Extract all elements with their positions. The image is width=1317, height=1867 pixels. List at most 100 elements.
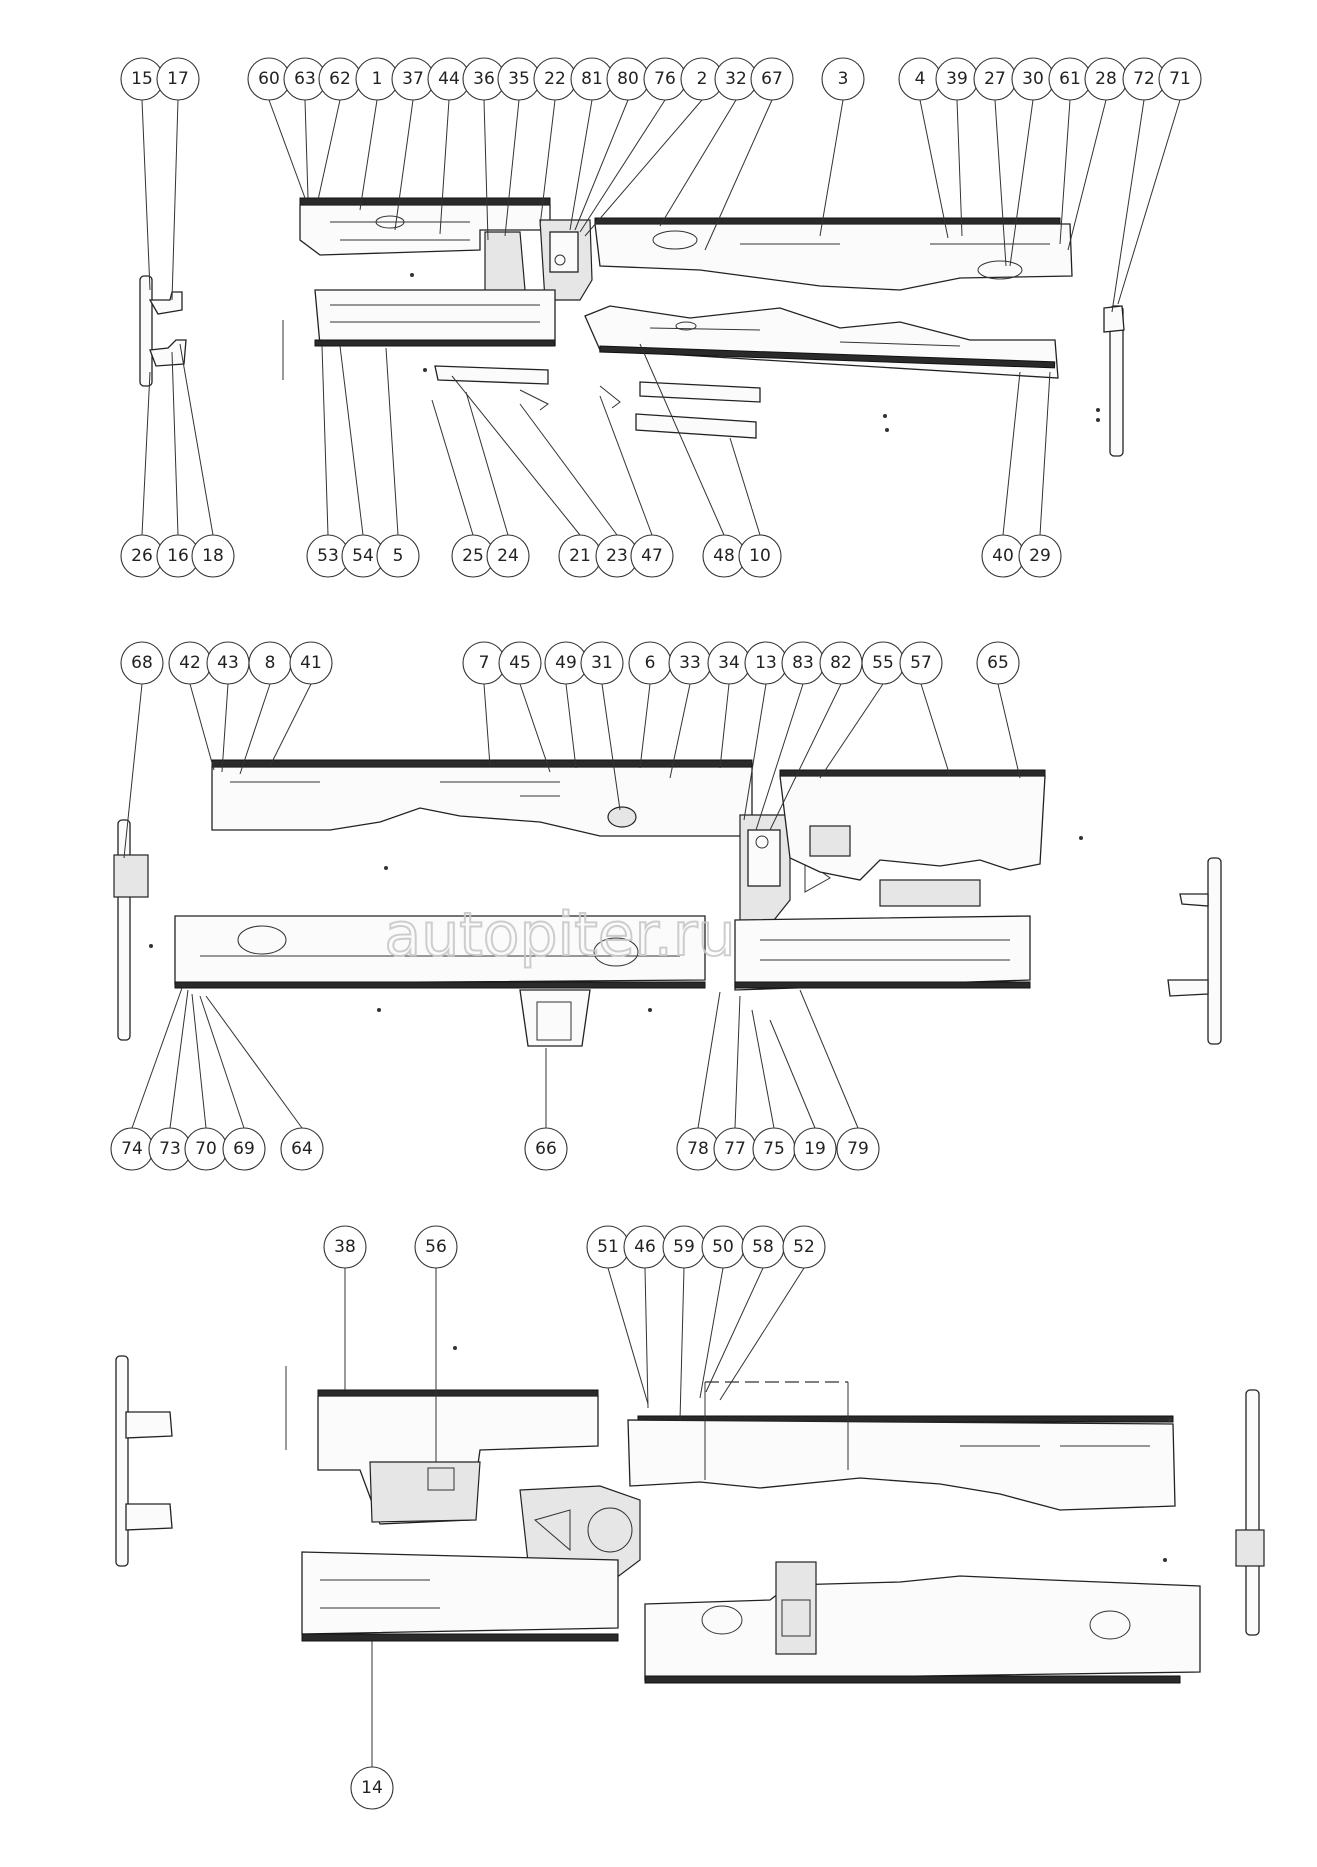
callout-number: 70 (195, 1139, 217, 1159)
callout-number: 35 (508, 69, 530, 89)
panel-right-lower-3 (644, 1561, 1201, 1684)
callout-number: 60 (258, 69, 280, 89)
callout-number: 24 (497, 546, 519, 566)
callout-number: 59 (673, 1237, 695, 1257)
callout-28: 28 (1067, 57, 1128, 251)
callout-leader (394, 99, 414, 231)
callout-leader (317, 99, 341, 201)
callout-66: 66 (524, 1048, 568, 1171)
callout-leader (699, 1267, 724, 1399)
callout-leader (584, 99, 703, 237)
callout-65: 65 (976, 641, 1021, 779)
callout-leader (704, 99, 773, 251)
callout-number: 14 (361, 1778, 383, 1798)
callout-leader (919, 99, 949, 239)
callout-bubble (156, 57, 200, 101)
callout-number: 55 (872, 653, 894, 673)
callout-leader (819, 99, 844, 237)
callout-number: 76 (654, 69, 676, 89)
callout-72: 72 (1111, 57, 1166, 313)
panel-left-lower-1 (282, 289, 556, 380)
callout-78: 78 (676, 991, 721, 1171)
callout-bubble (376, 534, 420, 578)
callout-number: 65 (987, 653, 1009, 673)
callout-leader (679, 1267, 685, 1421)
callout-82: 82 (769, 641, 863, 831)
callout-number: 58 (752, 1237, 774, 1257)
callout-10: 10 (729, 437, 782, 578)
callout-15: 15 (120, 57, 164, 291)
callout-number: 57 (910, 653, 932, 673)
callout-leader (171, 351, 179, 536)
callout-number: 31 (591, 653, 613, 673)
callout-45: 45 (498, 641, 551, 773)
panel-right-lower-2 (734, 915, 1031, 991)
callout-leader (385, 347, 399, 536)
callout-31: 31 (580, 641, 624, 811)
callout-27: 27 (973, 57, 1017, 267)
callout-leader (519, 403, 618, 536)
callout-2: 2 (584, 57, 724, 237)
callout-37: 37 (391, 57, 435, 231)
bracket-center-2 (739, 814, 831, 926)
callout-number: 69 (233, 1139, 255, 1159)
callout-number: 56 (425, 1237, 447, 1257)
handrail-right-1 (1103, 305, 1125, 457)
callout-26: 26 (120, 371, 164, 578)
callout-number: 17 (167, 69, 189, 89)
callout-leader (601, 683, 621, 811)
callout-77: 77 (713, 995, 757, 1171)
callout-bubble (580, 641, 624, 685)
callout-leader (819, 683, 884, 779)
callout-38: 38 (323, 1225, 367, 1390)
callout-bubble (350, 1766, 394, 1810)
callout-number: 5 (393, 546, 404, 566)
callout-21: 21 (451, 375, 602, 578)
callout-bubble (1158, 57, 1202, 101)
callout-29: 29 (1018, 371, 1062, 578)
callout-19: 19 (769, 1019, 837, 1171)
callout-number: 22 (544, 69, 566, 89)
panel-left-lower-2 (174, 915, 706, 1047)
callout-leader (697, 991, 721, 1129)
handrail-left-2 (113, 819, 149, 1041)
callout-leader (743, 683, 767, 821)
callout-number: 63 (294, 69, 316, 89)
callout-number: 37 (402, 69, 424, 89)
callout-leader (483, 683, 491, 767)
callout-leader (268, 99, 306, 199)
callout-number: 33 (679, 653, 701, 673)
callout-17: 17 (156, 57, 200, 301)
callout-70: 70 (184, 993, 228, 1171)
callout-bubble (280, 1127, 324, 1171)
callout-52: 52 (719, 1225, 826, 1401)
strip-21 (434, 365, 549, 385)
callout-bubble (821, 57, 865, 101)
callout-leader (191, 993, 207, 1129)
panel-left-upper-2 (211, 759, 753, 837)
callout-number: 8 (265, 653, 276, 673)
callout-leader (644, 1267, 649, 1409)
callout-number: 82 (830, 653, 852, 673)
callout-33: 33 (668, 641, 712, 779)
callout-16: 16 (156, 351, 200, 578)
callout-number: 61 (1059, 69, 1081, 89)
callout-bubble (793, 1127, 837, 1171)
callout-58: 58 (705, 1225, 785, 1393)
callout-bubble (899, 641, 943, 685)
callout-number: 81 (581, 69, 603, 89)
callout-leader (339, 345, 364, 536)
callout-73: 73 (148, 989, 192, 1171)
callout-bubble (836, 1127, 880, 1171)
callout-number: 21 (569, 546, 591, 566)
callout-leader (599, 395, 653, 536)
callout-71: 71 (1117, 57, 1202, 305)
callout-8: 8 (239, 641, 292, 775)
clip-47 (599, 385, 621, 409)
callout-leader (519, 683, 551, 773)
callout-14: 14 (350, 1641, 394, 1810)
callout-leader (451, 375, 581, 536)
callout-number: 47 (641, 546, 663, 566)
callout-leader (431, 399, 474, 536)
